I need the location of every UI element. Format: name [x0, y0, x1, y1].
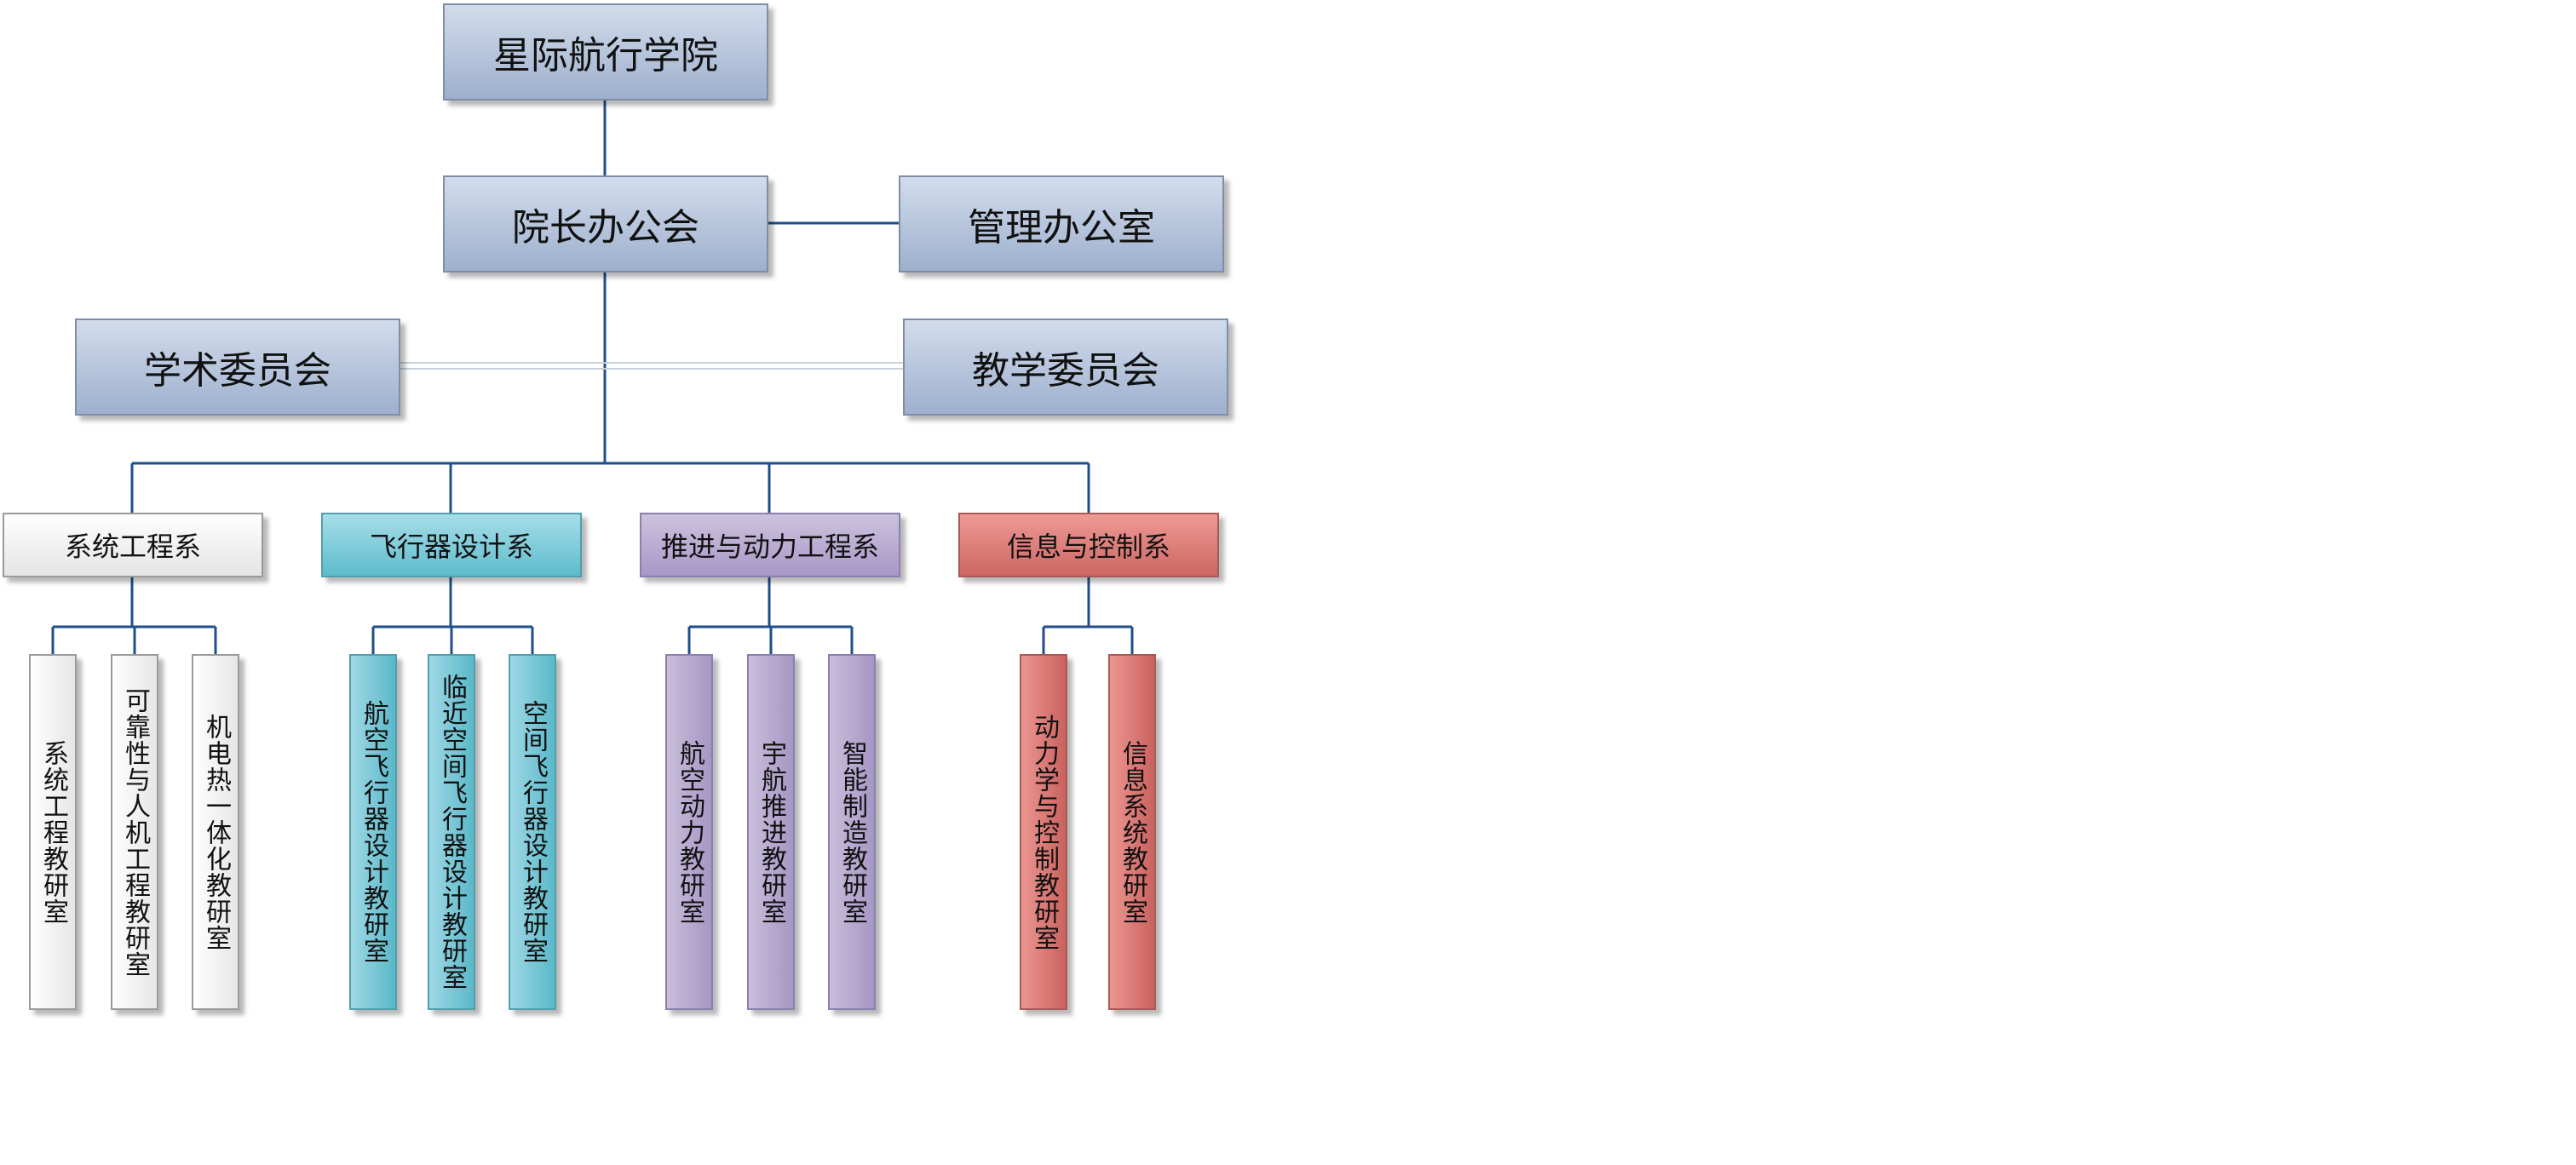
lab-intelligent-manufacturing: 智能制造教研室	[828, 654, 876, 1010]
node-teaching-committee: 教学委员会	[903, 319, 1228, 416]
node-admin-office: 管理办公室	[899, 175, 1224, 273]
dept-propulsion-power: 推进与动力工程系	[640, 513, 900, 577]
node-root: 星际航行学院	[443, 3, 768, 100]
lab-dynamics-control: 动力学与控制教研室	[1020, 654, 1067, 1010]
lab-aero-power: 航空动力教研室	[665, 654, 713, 1010]
lab-aircraft-design: 航空飞行器设计教研室	[349, 654, 397, 1010]
node-academic-committee: 学术委员会	[75, 319, 400, 416]
lab-reliability-ergonomics: 可靠性与人机工程教研室	[111, 654, 158, 1010]
lab-information-systems: 信息系统教研室	[1108, 654, 1156, 1010]
dept-aircraft-design: 飞行器设计系	[321, 513, 582, 577]
lab-near-space-vehicle: 临近空间飞行器设计教研室	[428, 654, 475, 1010]
node-dean-office: 院长办公会	[443, 175, 768, 273]
lab-mechatronics: 机电热一体化教研室	[192, 654, 239, 1010]
lab-system-engineering: 系统工程教研室	[29, 654, 77, 1010]
dept-information-control: 信息与控制系	[958, 513, 1219, 577]
dept-system-engineering: 系统工程系	[3, 513, 263, 577]
lab-astro-propulsion: 宇航推进教研室	[747, 654, 795, 1010]
lab-spacecraft-design: 空间飞行器设计教研室	[509, 654, 556, 1010]
